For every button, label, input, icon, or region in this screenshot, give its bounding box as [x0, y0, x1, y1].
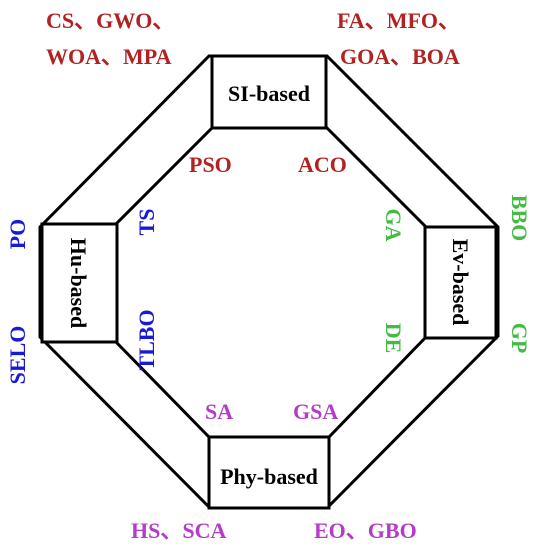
phy-box: [207, 435, 331, 510]
si-algorithms-top-right-1: FA、MFO、: [337, 8, 460, 33]
sa-label: SA: [205, 399, 233, 424]
ts-label: TS: [134, 209, 159, 236]
gp-label: GP: [507, 323, 532, 354]
phy-algorithms-bottom-left: HS、SCA: [131, 518, 226, 543]
po-label: PO: [5, 219, 30, 250]
si-algorithms-top-left-1: CS、GWO、: [46, 8, 174, 33]
si-based-label: SI-based: [228, 81, 310, 106]
tlbo-label: TLBO: [134, 309, 159, 370]
phy-based-label: Phy-based: [220, 464, 318, 489]
hu-box: [40, 222, 119, 344]
inner-octagon: [115, 126, 427, 439]
de-label: DE: [381, 323, 406, 354]
pso-label: PSO: [189, 152, 232, 177]
si-algorithms-top-right-2: GOA、BOA: [340, 44, 460, 69]
si-algorithms-top-left-2: WOA、MPA: [46, 44, 172, 69]
phy-algorithms-bottom-right: EO、GBO: [314, 518, 417, 543]
ev-box: [423, 225, 498, 340]
hu-based-label: Hu-based: [66, 238, 91, 328]
ev-based-label: Ev-based: [448, 239, 473, 326]
selo-label: SELO: [5, 326, 30, 385]
aco-label: ACO: [298, 152, 347, 177]
bbo-label: BBO: [507, 195, 532, 241]
gsa-label: GSA: [293, 399, 338, 424]
si-box: [210, 54, 328, 130]
ga-label: GA: [381, 209, 406, 242]
